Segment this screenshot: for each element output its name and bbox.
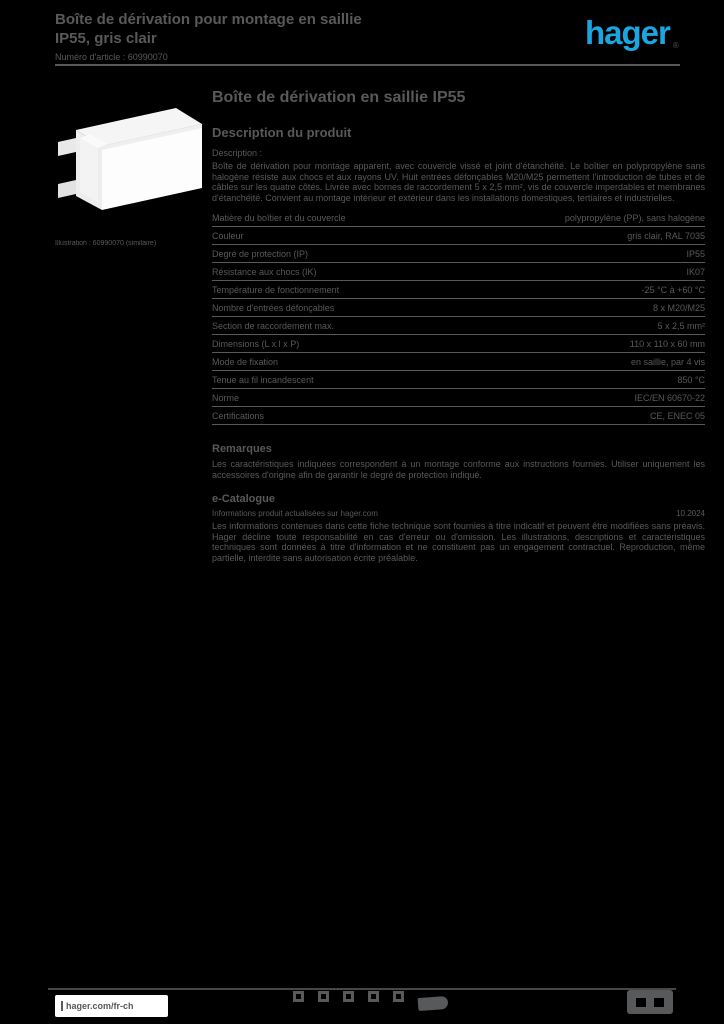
description-label: Description :	[212, 148, 263, 158]
footer-pictogram-icon	[654, 997, 664, 1007]
instagram-icon-glyph	[396, 994, 401, 999]
spec-value: 110 x 110 x 60 mm	[629, 339, 705, 349]
spec-value: polypropylène (PP), sans halogène	[564, 213, 705, 223]
spec-label: Degré de protection (IP)	[212, 249, 309, 259]
spec-row: Certifications CE, ENEC 05	[212, 407, 705, 425]
spec-row: Norme IEC/EN 60670-22	[212, 389, 705, 407]
main-content: Boîte de dérivation en saillie IP55 Desc…	[212, 88, 705, 563]
spec-label: Résistance aux chocs (IK)	[212, 267, 317, 277]
spec-value: IEC/EN 60670-22	[634, 393, 705, 403]
spec-value: IK07	[686, 267, 705, 277]
spec-label: Nombre d'entrées défonçables	[212, 303, 335, 313]
registered-mark-icon: ®	[672, 41, 679, 50]
spec-label: Norme	[212, 393, 240, 403]
facebook-icon-glyph	[296, 994, 301, 999]
spec-row: Tenue au fil incandescent 850 °C	[212, 371, 705, 389]
spec-row: Couleur gris clair, RAL 7035	[212, 227, 705, 245]
spec-row: Section de raccordement max. 5 x 2,5 mm²	[212, 317, 705, 335]
spec-value: 8 x M20/M25	[652, 303, 705, 313]
product-description: Boîte de dérivation pour montage apparen…	[212, 161, 705, 203]
instagram-icon[interactable]	[393, 991, 404, 1002]
linkedin-icon-glyph	[346, 994, 351, 999]
signature-scribble-icon	[417, 995, 449, 1012]
spec-value: IP55	[686, 249, 705, 259]
social-icons-row	[293, 991, 449, 1012]
spec-value: CE, ENEC 05	[649, 411, 705, 421]
spec-value: 5 x 2,5 mm²	[657, 321, 705, 331]
hager-logo: hager®	[585, 14, 715, 51]
spec-label: Certifications	[212, 411, 265, 421]
spec-value: -25 °C à +60 °C	[641, 285, 705, 295]
spec-label: Matière du boîtier et du couvercle	[212, 213, 346, 223]
website-url[interactable]: hager.com/fr-ch	[66, 1001, 134, 1011]
youtube-icon-glyph	[371, 994, 376, 999]
junction-box-illustration	[58, 108, 202, 210]
header-article-number: Numéro d'article : 60990070	[55, 52, 168, 62]
spec-row: Matière du boîtier et du couvercle polypr…	[212, 209, 705, 227]
spec-row: Degré de protection (IP) IP55	[212, 245, 705, 263]
spec-value: en saillie, par 4 vis	[630, 357, 705, 367]
footer-pictogram-icon	[636, 997, 646, 1007]
hager-logo-wordmark: hager	[585, 14, 671, 51]
info-meta-row: Informations produit actualisées sur hag…	[212, 509, 705, 518]
spec-label: Mode de fixation	[212, 357, 279, 367]
info-meta-label: Informations produit actualisées sur hag…	[212, 509, 378, 518]
spec-value: gris clair, RAL 7035	[627, 231, 705, 241]
header-divider	[55, 64, 680, 66]
spec-row: Nombre d'entrées défonçables 8 x M20/M25	[212, 299, 705, 317]
youtube-icon[interactable]	[368, 991, 379, 1002]
header-product-heading: Boîte de dérivation pour montage en sail…	[55, 10, 535, 63]
x-icon-glyph	[321, 994, 326, 999]
spec-label: Tenue au fil incandescent	[212, 375, 314, 385]
section-header-remarks: Remarques	[212, 443, 272, 455]
facebook-icon[interactable]	[293, 991, 304, 1002]
spec-label: Température de fonctionnement	[212, 285, 340, 295]
spec-label: Dimensions (L x l x P)	[212, 339, 300, 349]
info-date: 10.2024	[676, 509, 705, 518]
remarks-text: Les caractéristiques indiquées correspon…	[212, 459, 705, 480]
header-line-2: IP55, gris clair	[55, 30, 157, 47]
product-title: Boîte de dérivation en saillie IP55	[212, 89, 466, 106]
hager-colon-icon	[61, 1001, 63, 1011]
footer-divider	[48, 988, 676, 990]
spec-row: Résistance aux chocs (IK) IK07	[212, 263, 705, 281]
header-line-1: Boîte de dérivation pour montage en sail…	[55, 11, 362, 28]
spec-row: Température de fonctionnement -25 °C à +6…	[212, 281, 705, 299]
section-header-info: e-Catalogue	[212, 493, 275, 505]
x-icon[interactable]	[318, 991, 329, 1002]
legal-disclaimer-text: Les informations contenues dans cette fi…	[212, 521, 705, 563]
spec-label: Couleur	[212, 231, 244, 241]
spec-row: Dimensions (L x l x P) 110 x 110 x 60 mm	[212, 335, 705, 353]
spec-row: Mode de fixation en saillie, par 4 vis	[212, 353, 705, 371]
product-image	[50, 84, 208, 236]
spec-value: 850 °C	[677, 375, 705, 385]
section-header-description: Description du produit	[212, 125, 352, 140]
website-link[interactable]: hager.com/fr-ch	[55, 995, 168, 1017]
footer-pictograms-badge	[627, 990, 673, 1014]
spec-label: Section de raccordement max.	[212, 321, 335, 331]
product-image-caption: Illustration : 60990070 (similaire)	[55, 240, 157, 247]
spec-table: Matière du boîtier et du couvercle polypr…	[212, 209, 705, 425]
linkedin-icon[interactable]	[343, 991, 354, 1002]
